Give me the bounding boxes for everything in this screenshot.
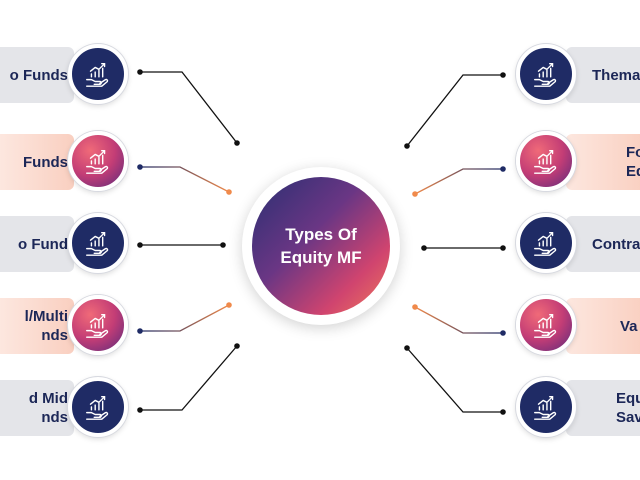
right-item-5-icon	[516, 377, 576, 437]
left-item-1[interactable]: o Funds	[0, 47, 74, 103]
growth-chart-hand-icon	[83, 228, 113, 258]
left-item-3-icon	[68, 213, 128, 273]
right-item-3-label: Contra	[592, 235, 640, 253]
connector-right-4-end-dot	[412, 304, 418, 310]
connector-right-1	[406, 74, 503, 147]
left-item-1-icon	[68, 44, 128, 104]
left-item-2[interactable]: Funds	[0, 134, 74, 190]
left-item-2-label: Funds	[23, 153, 68, 171]
left-item-1-label: o Funds	[9, 66, 68, 84]
connector-right-3-start-dot	[500, 245, 506, 251]
connector-left-4-end-dot	[226, 302, 232, 308]
growth-chart-hand-icon	[531, 228, 561, 258]
right-item-2-icon	[516, 131, 576, 191]
growth-chart-hand-icon	[83, 59, 113, 89]
connector-left-2-end-dot	[226, 189, 232, 195]
right-item-2-label: FoEqu	[626, 144, 640, 180]
left-item-3-label: o Fund	[18, 235, 68, 253]
growth-chart-hand-icon	[531, 59, 561, 89]
connector-left-5-start-dot	[137, 407, 143, 413]
connector-left-5	[140, 345, 238, 411]
right-item-3-icon	[516, 213, 576, 273]
connector-right-1-end-dot	[404, 143, 410, 149]
right-item-4-label: Va	[620, 317, 638, 335]
right-item-4[interactable]: Va	[566, 298, 640, 354]
growth-chart-hand-icon	[83, 146, 113, 176]
right-item-4-icon	[516, 295, 576, 355]
left-item-2-icon	[68, 131, 128, 191]
connector-left-3-start-dot	[137, 242, 143, 248]
connector-right-5-end-dot	[404, 345, 410, 351]
left-item-5-icon	[68, 377, 128, 437]
connector-left-2-start-dot	[137, 164, 143, 170]
connector-left-4	[140, 304, 230, 332]
connector-left-1	[140, 71, 238, 144]
connector-left-1-end-dot	[234, 140, 240, 146]
right-item-5-label: EquSavin	[616, 390, 640, 426]
left-item-3[interactable]: o Fund	[0, 216, 74, 272]
right-item-5[interactable]: EquSavin	[566, 380, 640, 436]
connector-left-5-end-dot	[234, 343, 240, 349]
connector-right-2	[414, 168, 503, 195]
connector-right-2-start-dot	[500, 166, 506, 172]
growth-chart-hand-icon	[83, 392, 113, 422]
growth-chart-hand-icon	[531, 146, 561, 176]
right-item-1-label: Thema	[592, 66, 640, 84]
right-item-1[interactable]: Thema	[566, 47, 640, 103]
connector-right-1-start-dot	[500, 72, 506, 78]
growth-chart-hand-icon	[531, 310, 561, 340]
connector-right-4	[414, 306, 503, 334]
connector-right-4-start-dot	[500, 330, 506, 336]
connector-right-3-end-dot	[421, 245, 427, 251]
growth-chart-hand-icon	[83, 310, 113, 340]
right-item-3[interactable]: Contra	[566, 216, 640, 272]
right-item-2[interactable]: FoEqu	[566, 134, 640, 190]
connector-left-3-end-dot	[220, 242, 226, 248]
connector-left-4-start-dot	[137, 328, 143, 334]
connector-right-5-start-dot	[500, 409, 506, 415]
connector-right-5	[406, 347, 503, 413]
right-item-1-icon	[516, 44, 576, 104]
connector-left-2	[140, 166, 230, 193]
connector-right-2-end-dot	[412, 191, 418, 197]
connector-left-1-start-dot	[137, 69, 143, 75]
growth-chart-hand-icon	[531, 392, 561, 422]
left-item-4-icon	[68, 295, 128, 355]
